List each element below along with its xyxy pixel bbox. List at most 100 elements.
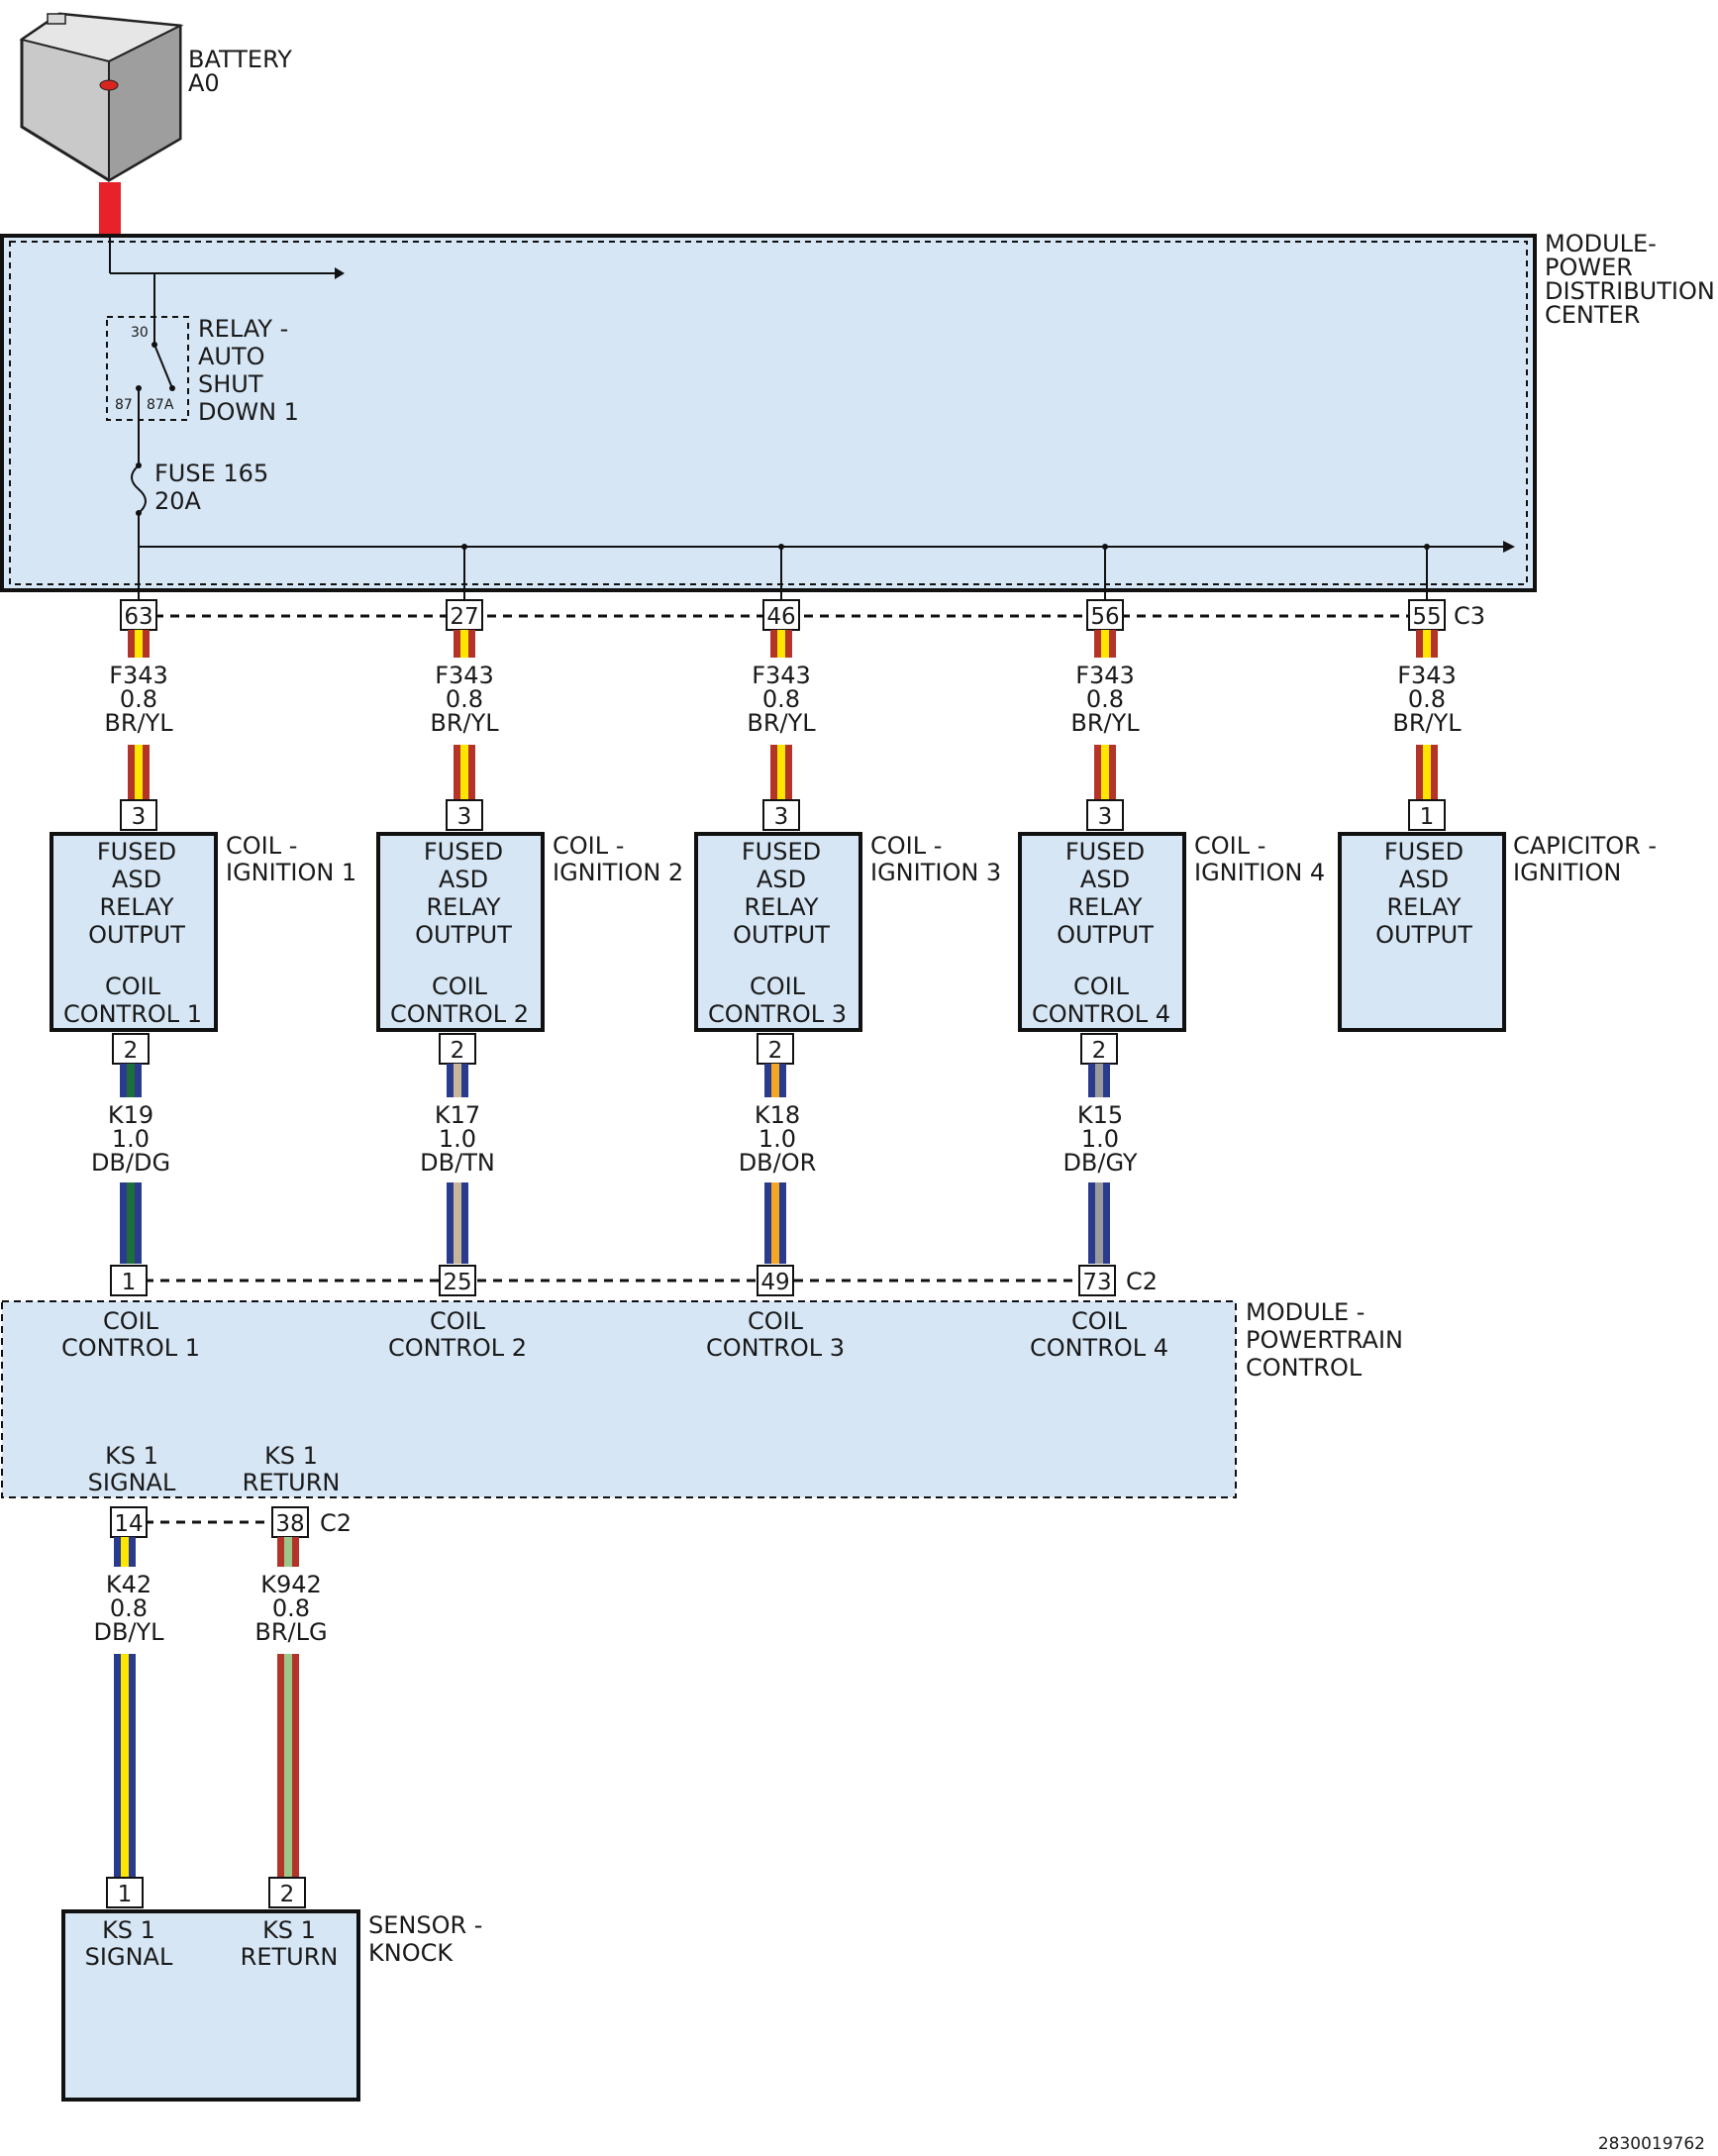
feed-color-2: BR/YL [430,709,499,737]
k942-color: BR/LG [254,1618,327,1646]
capacitor-pin-in: 1 [1408,799,1446,831]
pdc-name-4: CENTER [1545,301,1640,329]
coil2-line-7: CONTROL 2 [390,1000,529,1028]
k17-gauge: 1.0 [439,1125,476,1153]
pcm-connector-id: C2 [1126,1268,1158,1295]
feed-circuit-5: F343 [1397,662,1457,689]
coil2-line-6: COIL [432,973,488,1000]
coil4-name-2: IGNITION 4 [1194,859,1325,886]
feed-wire-1 [128,630,150,800]
coil1-name-1: COIL - [226,832,297,860]
pdc-name-2: POWER [1545,254,1633,281]
battery-name: BATTERY [188,46,292,73]
fuse-label-2: 20A [154,487,202,515]
coil1-line-7: CONTROL 1 [63,1000,202,1028]
svg-text:55: 55 [1412,604,1441,630]
feed-gauge-3: 0.8 [762,685,800,713]
svg-text:1: 1 [1420,804,1435,830]
coil4-line-6: COIL [1073,973,1130,1000]
pdc-pin-63: 63 [120,599,157,631]
coil2-line-4: OUTPUT [415,921,512,949]
pdc-pin-56: 56 [1086,599,1124,631]
pcm-coil2-l2: CONTROL 2 [388,1334,527,1362]
coil4-pin-out: 2 [1080,1033,1118,1065]
diagram-id: 2830019762 [1598,2134,1705,2154]
pcm-ks-signal-l2: SIGNAL [88,1469,176,1496]
knock-sensor [61,1909,360,2102]
ks-signal-l2: SIGNAL [85,1943,173,1971]
feed-color-5: BR/YL [1392,709,1462,737]
cap-line-3: RELAY [1387,893,1462,921]
svg-text:14: 14 [114,1511,143,1537]
coil1-line-6: COIL [105,973,161,1000]
k17-color: DB/TN [420,1149,495,1177]
svg-text:2: 2 [124,1038,139,1064]
pcm-ks-return-l2: RETURN [243,1469,341,1496]
pdc-connector-id: C3 [1454,602,1485,630]
feed-circuit-4: F343 [1075,662,1135,689]
knock-name-1: SENSOR - [368,1911,482,1939]
cap-line-2: ASD [1399,866,1449,893]
coil2-line-3: RELAY [427,893,501,921]
cap-line-1: FUSED [1384,838,1464,866]
k18-gauge: 1.0 [758,1125,796,1153]
battery-id: A0 [188,69,220,97]
pcm-name-3: CONTROL [1246,1354,1363,1382]
coil3-line-6: COIL [750,973,806,1000]
feed-gauge-1: 0.8 [120,685,157,713]
relay-asd [106,316,189,421]
coil3-name-2: IGNITION 3 [870,859,1001,886]
coil3-line-2: ASD [757,866,806,893]
pcm-pin-49: 49 [757,1265,794,1296]
pcm-pin-25: 25 [439,1265,476,1296]
wire-k942 [277,1537,299,1878]
svg-text:73: 73 [1082,1270,1111,1295]
svg-text:38: 38 [275,1511,304,1537]
svg-text:2: 2 [280,1882,295,1907]
pcm-name-1: MODULE - [1246,1298,1364,1326]
coil1-line-4: OUTPUT [88,921,185,949]
coil1-line-1: FUSED [97,838,176,866]
pcm-pin-1: 1 [110,1265,148,1296]
pcm-coil2-l1: COIL [430,1307,486,1335]
relay-label-3: SHUT [198,370,263,398]
svg-text:3: 3 [457,804,472,830]
battery-icon [19,12,184,182]
coil3-pin-in: 3 [762,799,800,831]
svg-text:2: 2 [768,1038,783,1064]
coil2-pin-in: 3 [446,799,483,831]
coil2-line-1: FUSED [424,838,503,866]
coil4-name-1: COIL - [1194,832,1265,860]
k19-gauge: 1.0 [112,1125,150,1153]
svg-text:1: 1 [118,1882,133,1907]
pcm-name-2: POWERTRAIN [1246,1326,1403,1354]
svg-text:1: 1 [122,1270,137,1295]
ks-return-l1: KS 1 [262,1916,316,1944]
feed-circuit-2: F343 [435,662,494,689]
k42-gauge: 0.8 [110,1594,148,1622]
coil3-pin-out: 2 [757,1033,794,1065]
pcm-coil1-l1: COIL [103,1307,159,1335]
feed-gauge-4: 0.8 [1086,685,1124,713]
k18-color: DB/OR [739,1149,817,1177]
pdc-pin-27: 27 [446,599,483,631]
coil1-line-3: RELAY [100,893,174,921]
coil4-line-2: ASD [1080,866,1130,893]
coil2-name-1: COIL - [553,832,624,860]
wire-k19 [120,1064,142,1264]
knock-pin-2: 2 [268,1877,306,1908]
k17-circuit: K17 [435,1101,480,1129]
pdc-name-3: DISTRIBUTION [1545,277,1715,305]
coil3-name-1: COIL - [870,832,942,860]
feed-wire-2 [454,630,475,800]
feed-wire-3 [770,630,792,800]
feed-wire-5 [1416,630,1438,800]
k42-color: DB/YL [93,1618,164,1646]
coil3-line-3: RELAY [745,893,819,921]
pcm-coil1-l2: CONTROL 1 [61,1334,200,1362]
coil1-pin-out: 2 [112,1033,150,1065]
svg-text:2: 2 [1092,1038,1107,1064]
coil2-line-2: ASD [439,866,488,893]
k19-color: DB/DG [91,1149,170,1177]
